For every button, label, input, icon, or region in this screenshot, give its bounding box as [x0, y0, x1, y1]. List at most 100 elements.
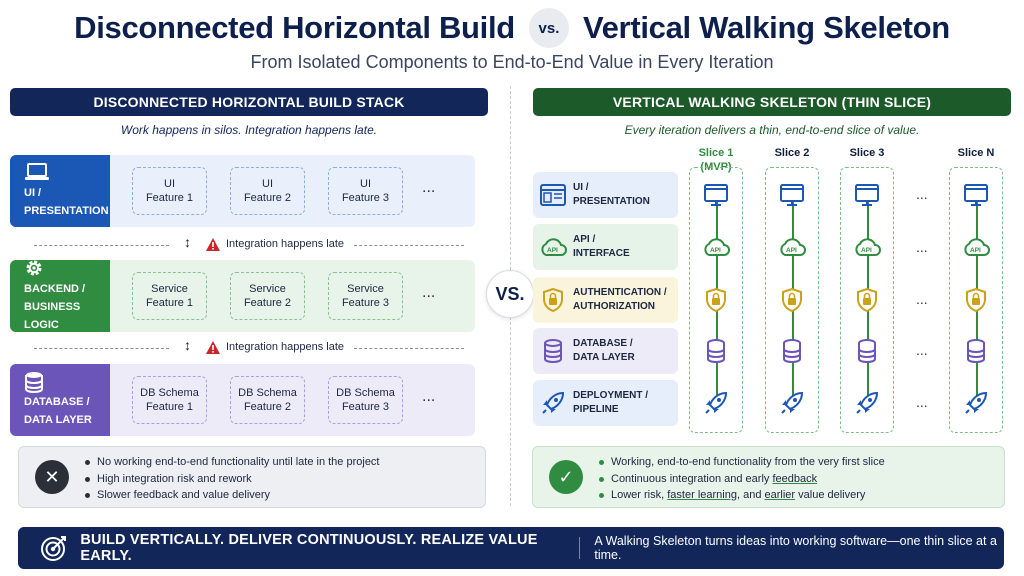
- database-icon: [533, 328, 573, 374]
- title-left: Disconnected Horizontal Build: [74, 10, 515, 45]
- layer-title-line2: PRESENTATION: [24, 205, 109, 217]
- dashed-line: [354, 245, 464, 246]
- slice-header-n: Slice N: [936, 146, 1016, 160]
- slice-header-2: Slice 2: [752, 146, 832, 160]
- laptop-icon: [24, 162, 110, 182]
- rocket-icon: [702, 389, 730, 417]
- footer-subtext: A Walking Skeleton turns ideas into work…: [594, 534, 997, 562]
- api-cloud-icon: API: [702, 233, 730, 261]
- ellipsis: ...: [422, 284, 436, 301]
- feature-line1: DB Schema: [336, 387, 395, 399]
- footer-headline: BUILD VERTICALLY. DELIVER CONTINUOUSLY. …: [80, 532, 538, 564]
- slice-title: Slice 3: [849, 147, 885, 159]
- result-emphasis: feedback: [772, 472, 818, 485]
- slice-title: Slice 1: [698, 147, 734, 159]
- browser-window-icon: [533, 172, 573, 218]
- check-circle-icon: ✓: [549, 460, 583, 494]
- database-icon: [853, 337, 881, 365]
- api-cloud-icon: API: [778, 233, 806, 261]
- layer-title-line1: UI /: [573, 182, 589, 193]
- feature-line1: UI: [360, 178, 371, 190]
- feature-line2: Feature 3: [341, 192, 390, 204]
- up-down-arrow-icon: ↕: [184, 337, 191, 353]
- slice-layer-ui-presentation: UI / PRESENTATION: [533, 172, 678, 218]
- feature-line1: UI: [164, 178, 175, 190]
- rocket-icon: [778, 389, 806, 417]
- ellipsis: ...: [422, 388, 436, 405]
- result-item: Continuous integration and early feedbac…: [597, 471, 885, 488]
- feature-box: UI Feature 2: [230, 167, 305, 215]
- api-cloud-icon: API: [853, 233, 881, 261]
- feature-line2: Feature 1: [145, 401, 194, 413]
- right-results-box: ✓ Working, end-to-end functionality from…: [532, 446, 1005, 508]
- feature-line2: Feature 2: [243, 192, 292, 204]
- ellipsis: ...: [916, 291, 928, 307]
- title-vs-badge: vs.: [528, 8, 569, 48]
- result-item: No working end-to-end functionality unti…: [83, 454, 380, 471]
- feature-line1: Service: [151, 283, 188, 295]
- layer-title-line1: AUTHENTICATION /: [573, 287, 667, 298]
- target-icon: [40, 533, 68, 563]
- layer-title-line2: PIPELINE: [573, 404, 619, 415]
- shield-lock-icon: [702, 286, 730, 314]
- rocket-icon: [533, 380, 573, 426]
- result-text: , and: [736, 489, 765, 501]
- feature-line2: Feature 2: [243, 297, 292, 309]
- feature-line2: Feature 3: [341, 401, 390, 413]
- api-cloud-icon: API: [533, 224, 573, 270]
- svg-text:API: API: [861, 247, 872, 254]
- rocket-icon: [962, 389, 990, 417]
- browser-window-icon: [962, 181, 990, 209]
- gear-icon: [24, 258, 110, 278]
- dashed-line: [34, 245, 169, 246]
- shield-lock-icon: [778, 286, 806, 314]
- result-emphasis: faster learning: [667, 489, 737, 501]
- feature-line1: Service: [347, 283, 384, 295]
- layer-title-line1: UI /: [24, 187, 42, 199]
- feature-line2: Feature 1: [145, 192, 194, 204]
- browser-window-icon: [853, 181, 881, 209]
- result-item: High integration risk and rework: [83, 471, 380, 488]
- feature-line2: Feature 1: [145, 297, 194, 309]
- feature-box: UI Feature 3: [328, 167, 403, 215]
- left-panel-header: DISCONNECTED HORIZONTAL BUILD STACK: [10, 88, 488, 116]
- left-tagline: Work happens in silos. Integration happe…: [120, 123, 378, 137]
- integration-note-text: Integration happens late: [226, 238, 345, 250]
- right-results-list: Working, end-to-end functionality from t…: [597, 454, 885, 504]
- layer-title-line1: API /: [573, 234, 596, 245]
- left-results-box: ✕ No working end-to-end functionality un…: [18, 446, 486, 508]
- shield-lock-icon: [962, 286, 990, 314]
- layer-title-line2: BUSINESS LOGIC: [24, 301, 81, 331]
- feature-line1: UI: [262, 178, 273, 190]
- slice-header-3: Slice 3: [827, 146, 907, 160]
- feature-line2: Feature 3: [341, 297, 390, 309]
- layer-label: UI / PRESENTATION: [10, 155, 110, 227]
- result-emphasis: earlier: [764, 489, 796, 501]
- result-text: Lower risk,: [611, 489, 668, 501]
- layer-title-line2: PRESENTATION: [573, 196, 650, 207]
- ellipsis: ...: [916, 186, 928, 202]
- feature-line1: Service: [249, 283, 286, 295]
- result-item: Slower feedback and value delivery: [83, 487, 380, 504]
- ellipsis: ...: [916, 239, 928, 255]
- feature-box: UI Feature 1: [132, 167, 207, 215]
- database-icon: [962, 337, 990, 365]
- result-item: Working, end-to-end functionality from t…: [597, 454, 885, 471]
- footer-divider: [579, 537, 581, 559]
- database-icon: [702, 337, 730, 365]
- slice-title: Slice N: [957, 147, 995, 159]
- title-row: Disconnected Horizontal Build vs. Vertic…: [0, 6, 1024, 50]
- right-panel-header: VERTICAL WALKING SKELETON (THIN SLICE): [533, 88, 1011, 116]
- slice-layer-authentication: AUTHENTICATION /AUTHORIZATION: [533, 277, 678, 323]
- svg-text:API: API: [786, 247, 797, 254]
- shield-lock-icon: [533, 277, 573, 323]
- left-results-list: No working end-to-end functionality unti…: [83, 454, 380, 504]
- browser-window-icon: [778, 181, 806, 209]
- feature-line1: DB Schema: [238, 387, 297, 399]
- slice-layer-database: DATABASE /DATA LAYER: [533, 328, 678, 374]
